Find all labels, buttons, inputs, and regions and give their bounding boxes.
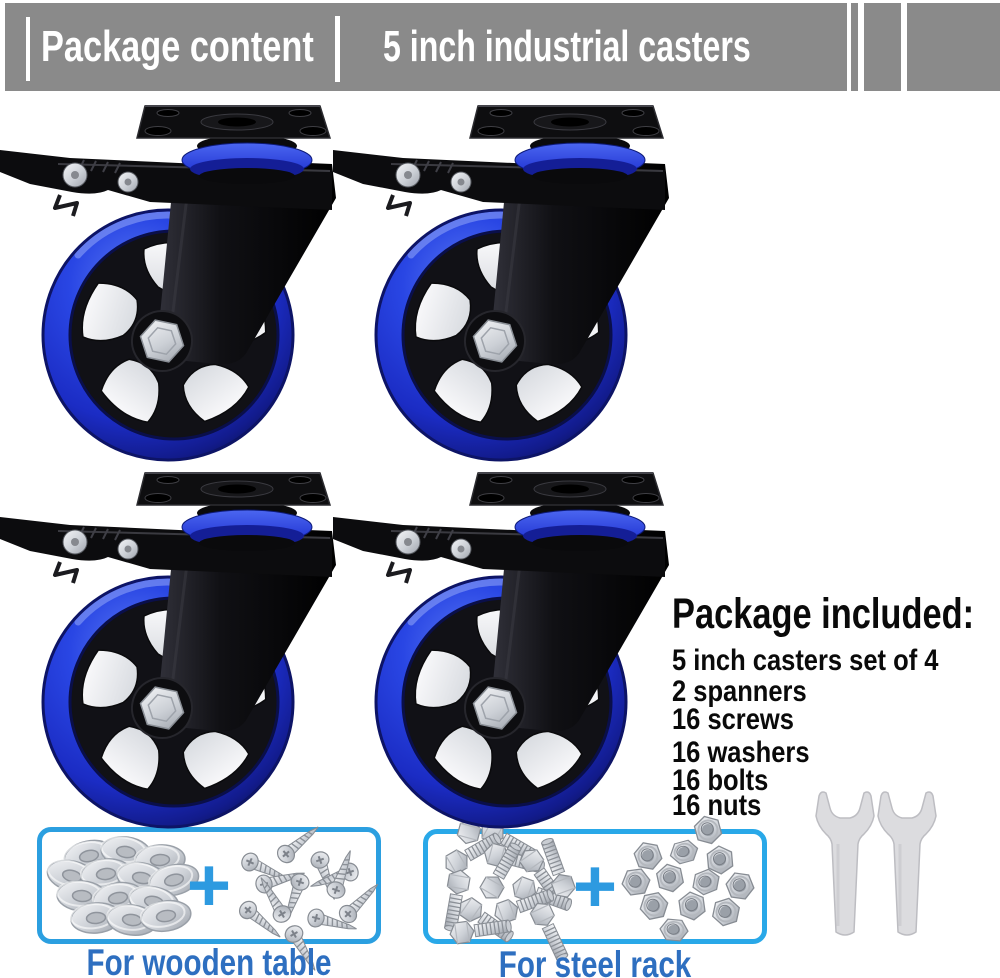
caster-top-right xyxy=(333,106,669,460)
bolts-image xyxy=(439,780,578,965)
nuts-image xyxy=(619,813,757,943)
wooden-table-label: For wooden table xyxy=(86,942,332,978)
washers-image xyxy=(43,832,203,939)
package-item: 2 spanners xyxy=(672,675,807,708)
plus-icon: + xyxy=(186,843,232,928)
header-stripe-large xyxy=(907,3,1000,91)
casters-image xyxy=(0,95,700,835)
package-item: 16 nuts xyxy=(672,789,762,822)
header-left-label: Package content xyxy=(41,22,314,71)
header-right-label: 5 inch industrial casters xyxy=(383,22,751,71)
caster-bottom-right xyxy=(333,473,669,827)
steel-rack-label: For steel rack xyxy=(498,944,692,978)
package-included-title: Package included: xyxy=(672,590,975,638)
header-divider-mid xyxy=(335,16,340,82)
package-item: 16 washers xyxy=(672,736,810,769)
header-divider-left xyxy=(26,17,30,81)
hardware-box-wooden-table: + xyxy=(37,819,386,976)
package-item: 16 screws xyxy=(672,703,794,736)
package-included-block: Package included: 5 inch casters set of … xyxy=(672,588,1000,822)
caster-top-left xyxy=(0,106,336,460)
package-item: 5 inch casters set of 4 xyxy=(672,644,939,677)
screws-image xyxy=(235,819,386,976)
caster-bottom-left xyxy=(0,473,336,827)
header-stripe-small xyxy=(851,3,858,91)
hardware-box-steel-rack: + xyxy=(423,780,767,965)
header-bar: Package content 5 inch industrial caster… xyxy=(5,3,847,91)
package-item: 16 bolts xyxy=(672,764,769,797)
plus-icon: + xyxy=(572,844,618,929)
header-stripe-medium xyxy=(864,3,901,91)
